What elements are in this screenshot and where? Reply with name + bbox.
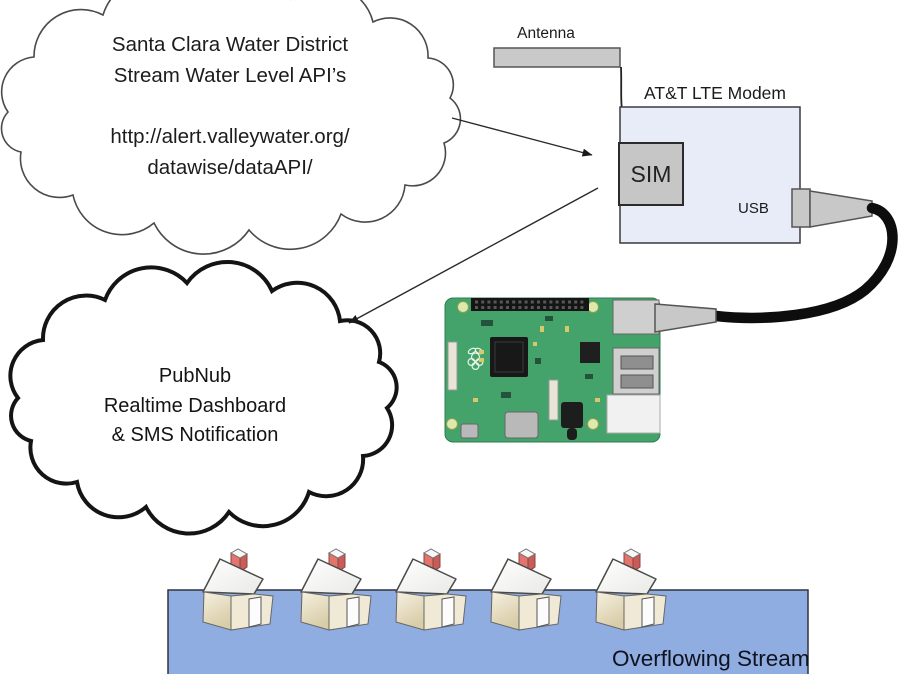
modem-label: AT&T LTE Modem: [644, 83, 786, 103]
source-cloud-url-line-1: http://alert.valleywater.org/: [110, 125, 350, 148]
pi-mount-hole: [587, 301, 599, 313]
pi-hdmi-port: [504, 411, 539, 439]
pi-capacitors: [473, 326, 600, 402]
pi-mount-hole: [446, 418, 458, 430]
pi-display-connector: [447, 341, 458, 391]
pi-smd-parts: [481, 316, 593, 398]
pi-lan-chip: [580, 342, 600, 363]
source-cloud-line-2: Stream Water Level API’s: [113, 64, 347, 87]
pi-gpio-header: [471, 298, 589, 311]
usb-cable: [710, 202, 898, 324]
pi-soc-chip-inner: [494, 341, 524, 373]
pi-usb-slot: [620, 355, 654, 370]
antenna-label: Antenna: [517, 25, 575, 42]
modem-usb-connector: [791, 188, 811, 228]
pi-soc-chip: [490, 337, 528, 377]
overflowing-stream-water: [167, 589, 809, 674]
pi-usb-port-top: [612, 299, 660, 335]
pi-microusb-port: [460, 423, 479, 439]
source-cloud-line-1: Santa Clara Water District: [111, 33, 349, 56]
antenna-bar: [493, 47, 621, 68]
pi-camera-connector: [548, 379, 559, 421]
arrow-cloud-to-modem: [451, 117, 593, 157]
sim-card-box: [618, 142, 684, 206]
arrow-modem-to-pubnub: [348, 187, 599, 324]
usb-label: USB: [738, 200, 769, 217]
pi-usb-plug: [654, 303, 717, 333]
pubnub-cloud-line-2: Realtime Dashboard: [103, 395, 287, 417]
pi-ethernet-port: [606, 394, 661, 434]
source-cloud-url-line-2: datawise/dataAPI/: [147, 156, 313, 179]
raspberry-pi-board: [444, 297, 661, 443]
pi-mount-hole: [457, 301, 469, 313]
pi-audio-jack: [561, 402, 583, 428]
modem-usb-plug: [809, 190, 873, 228]
pubnub-cloud-line-1: PubNub: [158, 365, 232, 387]
pi-audio-jack-barrel: [567, 428, 577, 440]
stream-label: Overflowing Stream: [612, 646, 810, 671]
pubnub-cloud-icon: [8, 259, 399, 536]
pi-usb-slot: [620, 374, 654, 389]
pi-mount-hole: [587, 418, 599, 430]
sim-label: SIM: [630, 160, 672, 187]
pubnub-cloud-line-3: & SMS Notification: [111, 424, 279, 446]
